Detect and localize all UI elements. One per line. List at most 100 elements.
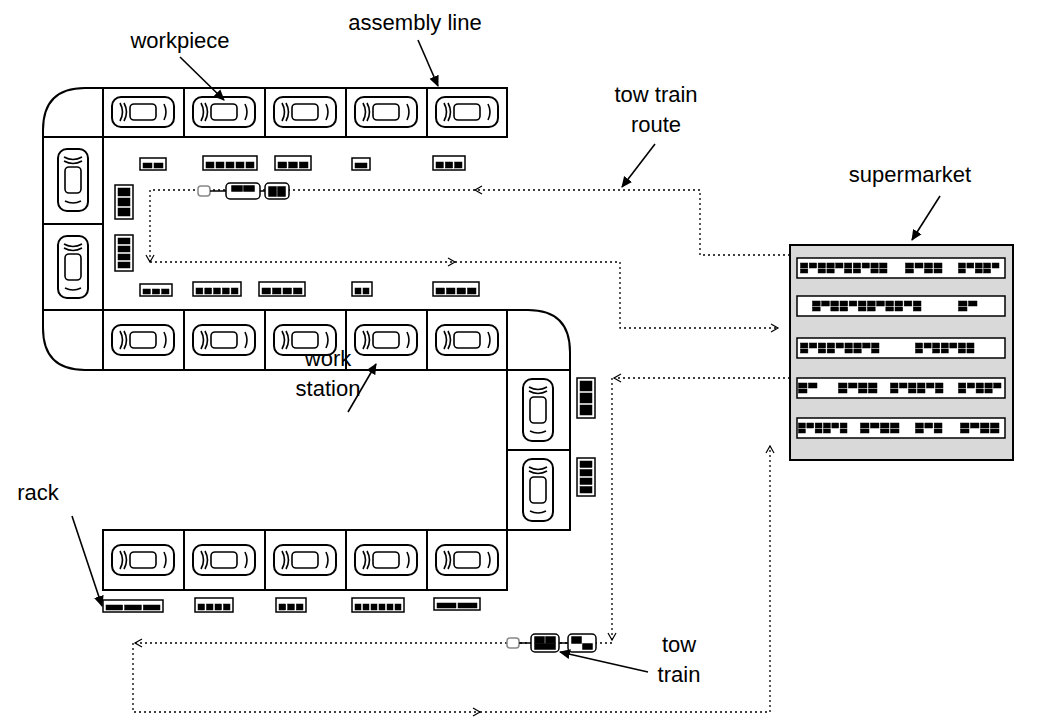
- rack-bin: [215, 604, 222, 610]
- rack-bin: [580, 405, 592, 415]
- shelf-bin: [891, 389, 899, 393]
- rack-bin: [580, 381, 592, 391]
- shelf-bin: [840, 307, 848, 311]
- rack-bin: [118, 246, 130, 252]
- shelf-bin: [824, 423, 831, 428]
- rack-bin: [279, 604, 286, 610]
- shelf-bin: [858, 307, 866, 311]
- rack-bin: [214, 288, 221, 294]
- shelf-bin: [916, 429, 924, 433]
- rack: [433, 156, 465, 170]
- shelf-bin: [801, 349, 808, 353]
- shelf-bin: [827, 343, 834, 348]
- rack-bin: [226, 162, 234, 168]
- shelf-bin: [959, 301, 968, 306]
- shelf-bin: [916, 349, 923, 353]
- rack-bin: [143, 605, 160, 610]
- rack: [259, 282, 305, 296]
- shelf-bin: [909, 389, 917, 393]
- shelf-bin: [809, 383, 818, 388]
- rack: [140, 158, 166, 170]
- shelf-bin: [900, 383, 908, 388]
- shelf-bin: [827, 263, 834, 268]
- rack-bin: [379, 604, 385, 610]
- shelf-bin: [807, 423, 814, 428]
- rack-bin: [118, 208, 130, 216]
- shelf-bin: [818, 269, 825, 273]
- shelf-bin: [831, 301, 839, 306]
- rack-bin: [125, 605, 142, 610]
- shelf-bin: [863, 343, 870, 348]
- callout-label: assembly line: [340, 8, 490, 38]
- rack: [115, 185, 133, 219]
- rack-bin: [118, 254, 130, 260]
- shelf-bin: [881, 423, 890, 428]
- rack-bin: [436, 288, 445, 294]
- shelf-bin: [880, 263, 887, 268]
- shelf-bin: [984, 263, 991, 268]
- shelf-bin: [936, 389, 944, 393]
- shelf-bin: [801, 269, 808, 273]
- rack-bin: [580, 470, 592, 477]
- rack-bin: [207, 604, 214, 610]
- shelf-bin: [858, 301, 866, 306]
- shelf-bin: [849, 301, 857, 306]
- rack: [275, 156, 311, 170]
- shelf-bin: [854, 343, 861, 348]
- shelf-bin: [845, 263, 852, 268]
- shelf: [797, 418, 1005, 438]
- rack: [577, 458, 595, 496]
- shelf-bin: [801, 263, 808, 268]
- rack-bin: [231, 288, 238, 294]
- shelf-bin: [934, 429, 942, 433]
- shelf-bin: [809, 263, 816, 268]
- shelf-bin: [918, 383, 926, 388]
- shelf-bin: [906, 269, 914, 273]
- shelf: [797, 258, 1005, 278]
- rack-bin: [106, 605, 123, 610]
- shelf: [797, 338, 1005, 358]
- shelf-bin: [840, 429, 847, 433]
- shelf-bin: [836, 263, 843, 268]
- shelf-bin: [868, 307, 876, 311]
- shelf-bin: [984, 269, 991, 273]
- rack: [352, 158, 370, 170]
- rack-bin: [355, 163, 367, 168]
- shelf-bin: [845, 349, 852, 353]
- rack-bin: [196, 288, 203, 294]
- shelf-bin: [909, 383, 917, 388]
- shelf-bin: [981, 423, 990, 428]
- rack-bin: [216, 162, 224, 168]
- shelf-bin: [991, 423, 1000, 428]
- rack-bin: [289, 162, 298, 168]
- shelf-bin: [831, 307, 839, 311]
- shelf-bin: [959, 269, 966, 273]
- shelf-bin: [861, 429, 870, 433]
- rack-bin: [118, 198, 130, 206]
- shelf-bin: [967, 263, 974, 268]
- shelf-bin: [934, 423, 942, 428]
- shelf-bin: [849, 383, 858, 388]
- shelf-bin: [976, 383, 983, 388]
- rack-bin: [205, 288, 212, 294]
- shelf-bin: [859, 389, 868, 393]
- shelf-bin: [891, 429, 900, 433]
- shelf-bin: [916, 343, 923, 348]
- shelf-bin: [815, 429, 822, 433]
- callout-label: tow train route: [606, 80, 706, 139]
- shelf-bin: [950, 343, 957, 348]
- rack-bin: [580, 393, 592, 403]
- shelf-bin: [969, 301, 978, 306]
- shelf-bin: [880, 269, 887, 273]
- shelf-bin: [967, 349, 974, 353]
- shelf-bin: [859, 383, 868, 388]
- shelf-bin: [958, 349, 965, 353]
- rack: [195, 598, 233, 612]
- shelf-bin: [813, 301, 821, 306]
- shelf-bin: [941, 343, 948, 348]
- tow-train-bottom: [507, 634, 596, 652]
- workpieces: [58, 97, 553, 575]
- supermarket-shelves: [797, 258, 1005, 438]
- rack-bin: [283, 288, 292, 294]
